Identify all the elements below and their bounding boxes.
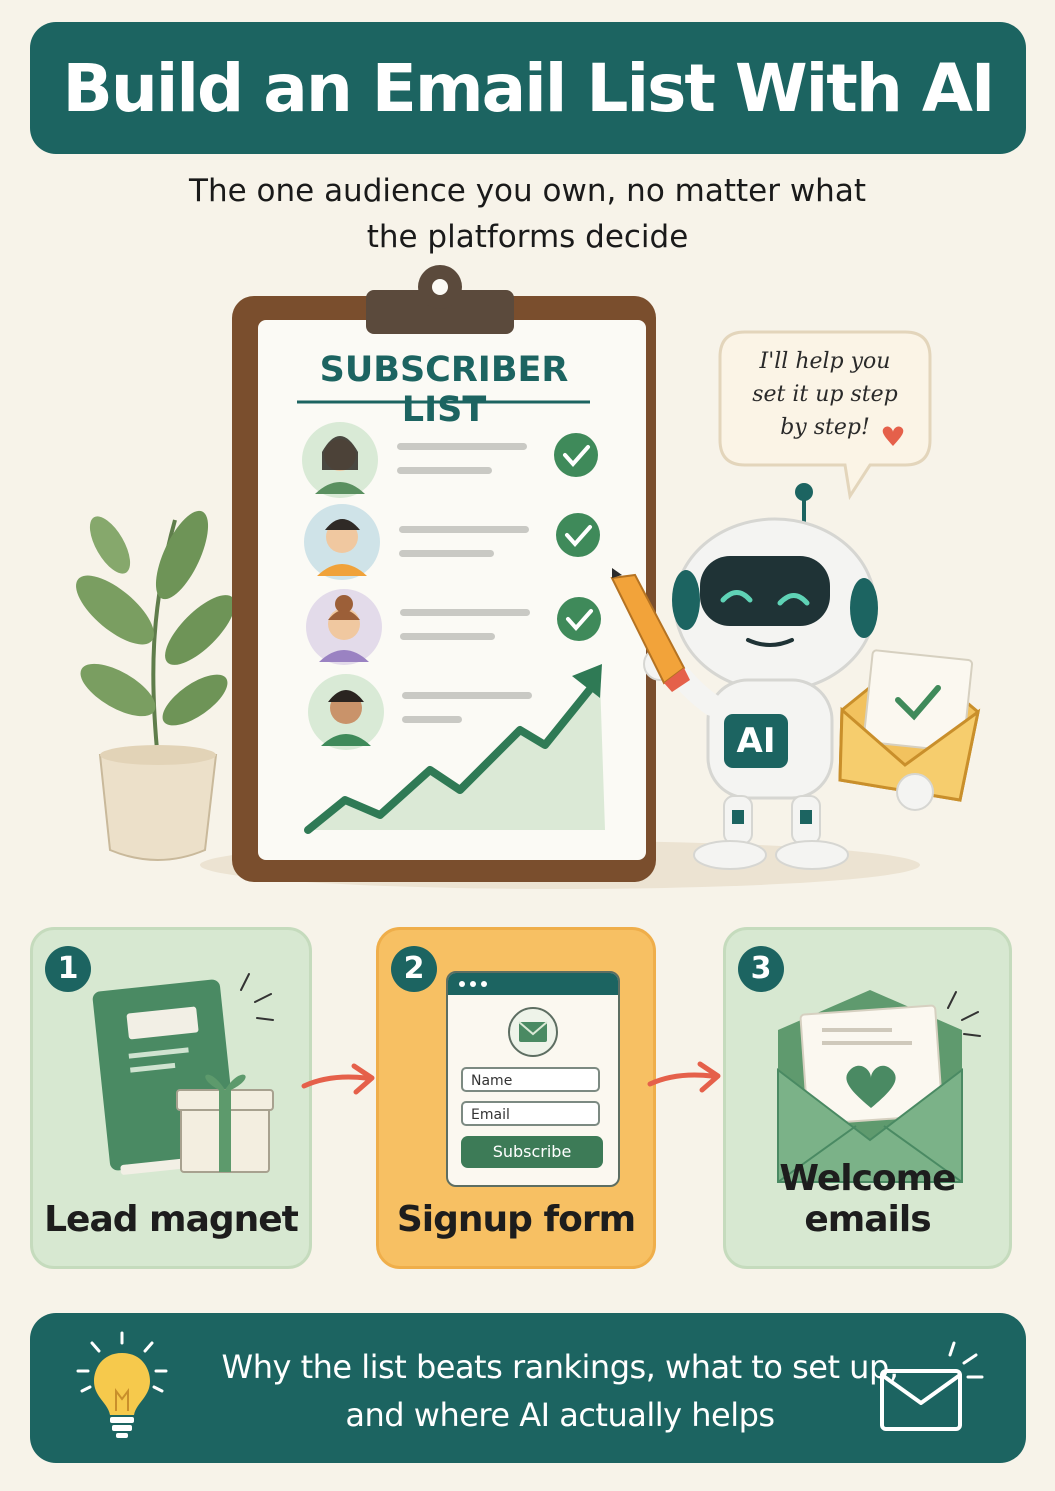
book-gift-illustration bbox=[92, 973, 274, 1175]
hero-illustration bbox=[76, 265, 981, 889]
step-label-3: Welcome emails bbox=[779, 1158, 956, 1240]
footer-banner: Why the list beats rankings, what to set… bbox=[30, 1313, 1026, 1463]
step-card-welcome-emails: 3 Welcome emails bbox=[723, 927, 1012, 1269]
form-titlebar bbox=[448, 973, 618, 995]
step-number-1: 1 bbox=[45, 946, 91, 992]
signup-form-mockup: Name Email Subscribe bbox=[446, 971, 620, 1187]
speech-bubble-text: I'll help you set it up step by step! bbox=[728, 345, 922, 444]
subtitle: The one audience you own, no matter what… bbox=[140, 168, 915, 260]
subtitle-line-2: the platforms decide bbox=[366, 219, 689, 255]
subscriber-row-2 bbox=[304, 504, 600, 580]
subscriber-row-1 bbox=[302, 422, 598, 498]
lightbulb-icon bbox=[76, 1331, 168, 1438]
gift-icon bbox=[176, 1074, 274, 1173]
name-field[interactable]: Name bbox=[461, 1067, 600, 1092]
page-title: Build an Email List With AI bbox=[62, 49, 996, 127]
checkmark-icon bbox=[554, 433, 598, 477]
email-field[interactable]: Email bbox=[461, 1101, 600, 1126]
speech-line-1: I'll help you bbox=[759, 349, 891, 374]
title-banner: Build an Email List With AI bbox=[30, 22, 1026, 154]
checkmark-icon bbox=[557, 597, 601, 641]
subtitle-line-1: The one audience you own, no matter what bbox=[189, 173, 866, 209]
heart-icon bbox=[846, 1065, 896, 1108]
step-card-lead-magnet: 1 Lead magnet bbox=[30, 927, 312, 1269]
welcome-envelope-illustration bbox=[777, 990, 981, 1183]
footer-text: Why the list beats rankings, what to set… bbox=[200, 1343, 920, 1439]
checkmark-icon bbox=[556, 513, 600, 557]
subscribe-button[interactable]: Subscribe bbox=[461, 1136, 603, 1168]
footer-line-1: Why the list beats rankings, what to set… bbox=[221, 1348, 899, 1386]
step-label-2: Signup form bbox=[396, 1199, 636, 1240]
envelope-icon bbox=[838, 649, 981, 811]
arrow-right-icon bbox=[647, 1061, 721, 1093]
mail-outline-icon bbox=[880, 1341, 984, 1431]
footer-line-2: and where AI actually helps bbox=[345, 1396, 775, 1434]
step-number-2: 2 bbox=[391, 946, 437, 992]
subscriber-row-4 bbox=[308, 674, 532, 750]
robot-icon bbox=[643, 483, 878, 870]
trend-arrow-icon bbox=[304, 664, 605, 834]
mail-circle-icon bbox=[508, 1007, 558, 1057]
robot-badge: AI bbox=[736, 721, 776, 761]
speech-line-3: by step! bbox=[780, 415, 870, 440]
clipboard-title: SUBSCRIBER LIST bbox=[319, 350, 569, 430]
step-number-3: 3 bbox=[738, 946, 784, 992]
pencil-icon bbox=[610, 568, 690, 692]
plant-icon bbox=[76, 510, 235, 861]
envelope-icon bbox=[777, 990, 963, 1183]
subscriber-row-3 bbox=[306, 589, 601, 665]
subscriber-rows bbox=[302, 422, 601, 750]
speech-bubble bbox=[718, 330, 932, 501]
speech-line-2: set it up step bbox=[752, 382, 898, 407]
heart-icon bbox=[882, 426, 904, 446]
arrow-right-icon bbox=[301, 1063, 375, 1095]
step-label-1: Lead magnet bbox=[44, 1199, 299, 1240]
